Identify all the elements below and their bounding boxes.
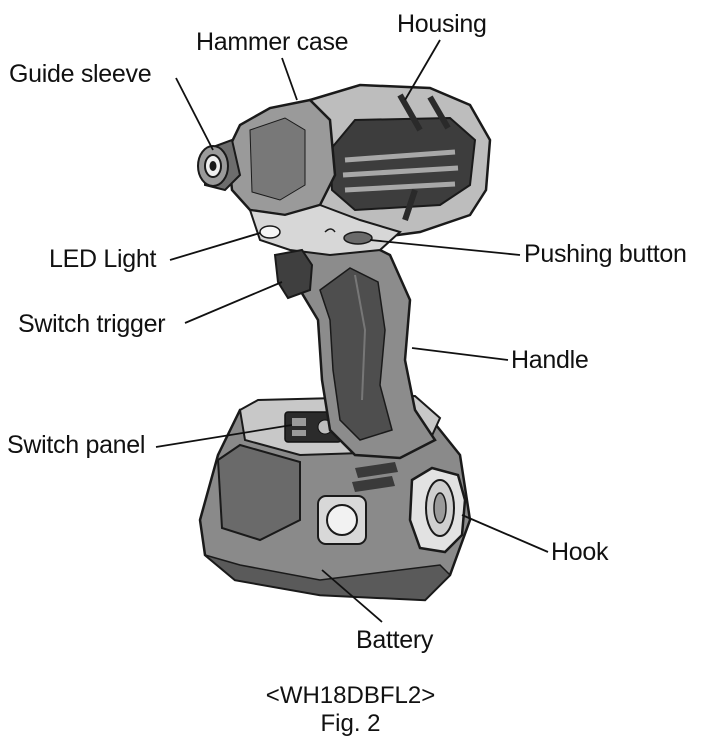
leader-hook: [461, 514, 549, 553]
label-switch-panel: Switch panel: [7, 431, 146, 459]
leader-housing: [404, 39, 441, 101]
leader-battery: [321, 569, 383, 623]
hook-graphic: [408, 466, 467, 554]
pushing-button-graphic: [343, 231, 373, 245]
label-switch-trigger: Switch trigger: [18, 310, 166, 338]
leader-handle: [411, 347, 509, 361]
leader-pushing-button: [369, 239, 521, 256]
label-hammer-case: Hammer case: [196, 28, 349, 56]
label-housing: Housing: [397, 10, 487, 38]
caption-model: <WH18DBFL2>: [265, 682, 436, 709]
guide-sleeve: [197, 138, 242, 192]
front-collar: [248, 203, 402, 257]
leader-switch-trigger: [184, 281, 283, 324]
label-hook: Hook: [551, 538, 609, 566]
label-led-light: LED Light: [49, 245, 157, 273]
leader-switch-panel: [155, 424, 293, 448]
led-light-graphic: [259, 225, 281, 239]
hammer-case: [226, 98, 337, 217]
label-battery: Battery: [356, 626, 434, 654]
leader-led-light: [169, 232, 261, 261]
label-pushing-button: Pushing button: [524, 240, 687, 268]
leader-hammer-case: [281, 57, 298, 101]
label-guide-sleeve: Guide sleeve: [9, 60, 152, 88]
handle: [298, 233, 437, 460]
leader-guide-sleeve: [175, 77, 214, 151]
label-handle: Handle: [511, 346, 589, 374]
leader-lines: [155, 39, 549, 623]
caption-figure: Fig. 2: [320, 710, 381, 737]
switch-trigger-graphic: [273, 248, 314, 300]
